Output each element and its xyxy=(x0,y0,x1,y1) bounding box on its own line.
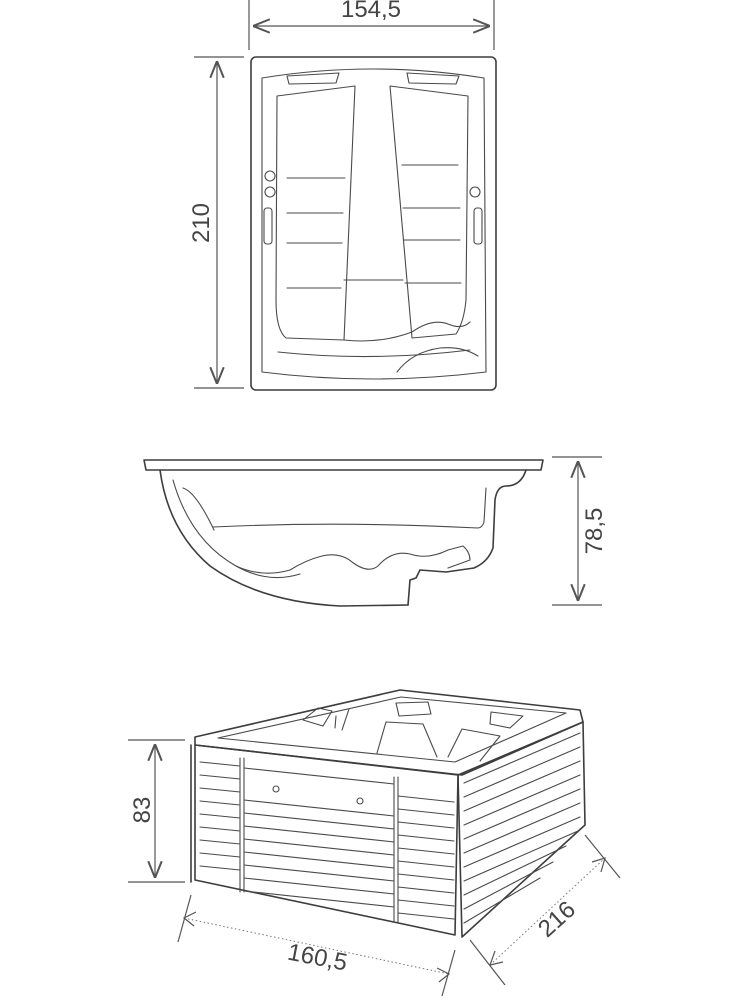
side-height-label: 78,5 xyxy=(581,508,608,555)
iso-depth-label: 216 xyxy=(533,896,581,943)
side-tub-outline xyxy=(143,459,544,607)
iso-view: 83 160,5 216 xyxy=(128,689,621,997)
top-tub-outline xyxy=(250,56,497,391)
iso-tub-body xyxy=(190,689,586,938)
side-view: 78,5 xyxy=(143,456,608,607)
top-width-dimension: 154,5 xyxy=(248,0,495,50)
side-height-dimension: 78,5 xyxy=(552,456,608,606)
top-length-dimension: 210 xyxy=(188,56,244,389)
top-view: 154,5 210 xyxy=(188,0,497,391)
iso-width-label: 160,5 xyxy=(285,939,349,977)
iso-width-dimension: 160,5 xyxy=(177,894,456,997)
iso-height-label: 83 xyxy=(129,797,156,824)
top-width-label: 154,5 xyxy=(341,0,401,23)
top-length-label: 210 xyxy=(188,203,215,243)
iso-height-dimension: 83 xyxy=(128,739,185,883)
